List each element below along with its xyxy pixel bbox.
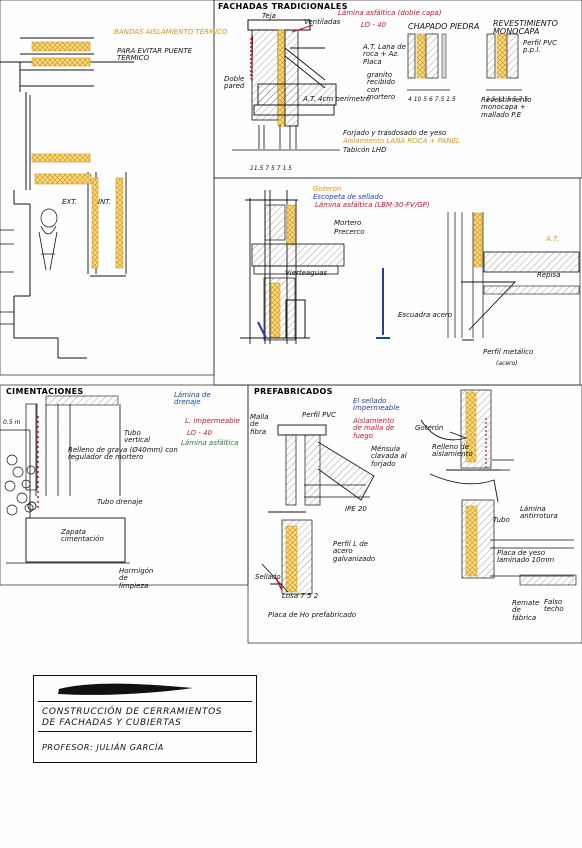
filler-note: Relleno de aislamiento [432, 443, 473, 459]
monocapa-heading: REVESTIMIENTO MONOCAPA [493, 19, 558, 37]
fire-insulation-note: Aislamiento de malla de fuego [353, 417, 395, 440]
chapado-heading: CHAPADO PIEDRA [408, 22, 480, 31]
tube-note: Tubo [493, 516, 510, 524]
title-line-1: CONSTRUCCIÓN DE CERRAMIENTOS [42, 707, 223, 717]
mineral-wool-note: A.T. Lana de roca + Az. Placa [363, 43, 406, 66]
bracket-note: Ménsula clavada al forjado [371, 445, 407, 468]
dimensions-a: 11.5 7 5 7 1.5 [250, 165, 292, 172]
right-gutter-note: Goterón [415, 424, 444, 432]
joint-note: Escopeta de sellado [313, 193, 384, 201]
title-line-top [38, 701, 252, 702]
brick-note: Tabicón LHD [343, 146, 387, 154]
asphalt-sheet-note: Lámina asfáltica (LBM-30-FV/GP) [315, 201, 430, 209]
lintel-note: Vierteaguas [285, 269, 328, 277]
insulation-strip-note: Aislamiento LANA ROCA + PANEL [343, 137, 460, 145]
drainage-sheet-note: Lámina de drenaje [174, 391, 211, 407]
forged-note: Forjado y trasdosado de yeso [343, 129, 447, 137]
ext-label: EXT. [62, 198, 77, 206]
granite-note: granito recibido con mortero [367, 71, 396, 102]
lo40-note: LO - 40 [361, 21, 387, 29]
gravel-note: Relleno de grava (Ø40mm) con regulador d… [68, 446, 178, 462]
thermal-bridge-note: PARA EVITAR PUENTE TÉRMICO [117, 47, 193, 63]
depth-note: 0.5 m [3, 419, 21, 426]
clean-concrete-note: Hormigón de limpieza [119, 567, 154, 590]
sill-note: Lámina antirrotura [520, 505, 558, 521]
cimentaciones-heading: CIMENTACIONES [6, 387, 84, 396]
false-ceiling-note: Falso techo [544, 598, 564, 614]
clip-note: Escuadra acero [398, 311, 453, 319]
waterproof-note: Lámina asfáltica (doble capa) [338, 9, 442, 17]
slab-note: Placa de yeso laminado 10mm [497, 549, 555, 565]
insulation-band-note: BANDAS AISLAMIENTO TÉRMICO [114, 28, 228, 36]
panel-note: Placa de Ho prefabricado [268, 611, 357, 619]
gutter-note: Goterón [313, 185, 342, 193]
drain-tube-note: Tubo drenaje [97, 498, 143, 506]
tile-note: Teja [262, 12, 276, 20]
professor-line: PROFESOR: JULIÁN GARCÍA [42, 743, 164, 752]
double-wall-note: Doble pared [224, 75, 245, 91]
sealed-note: Sellado [255, 573, 281, 581]
steel-note: (acero) [496, 360, 518, 367]
ventilated-note: Ventiladas [304, 18, 341, 26]
precerco-note: Precerco [334, 228, 365, 236]
dims-note: Losa 7 5 2 [282, 592, 319, 600]
at-perimeter-note: A.T. 4cm perímetro [303, 95, 370, 103]
mortar-box-note: Mortero [334, 219, 362, 227]
vertical-tube-note: Tubo vertical [124, 429, 151, 445]
pvc-note: Perfil PVC p.p.l. [523, 39, 557, 55]
at-right-note: A.T. [546, 235, 559, 243]
mesh-note: Malla de fibra [250, 413, 269, 436]
ledge-note: Repisa [537, 271, 561, 279]
title-line-middle [38, 731, 252, 732]
cim-asphalt-note: Lámina asfáltica [181, 439, 239, 447]
dimensions-c: 1.5 11.5 5 7.5 [486, 96, 528, 103]
int-label: INT. [98, 198, 111, 206]
jamb-note: Remate de fábrica [512, 599, 540, 622]
profile-note: Perfil metálico [483, 348, 534, 356]
cim-waterproof-note: L. impermeable [185, 417, 240, 425]
dimensions-b: 4 10 5 6 7.5 1.5 [408, 96, 456, 103]
pvc-profile-note: Perfil PVC [302, 411, 336, 419]
steel-l-note: Perfil L de acero galvanizado [333, 540, 376, 563]
cim-lo40-note: LO - 40 [187, 429, 213, 437]
plaster-note: Revestimiento monocapa + mallado P.E [481, 96, 532, 119]
ipe-note: IPE 20 [345, 505, 367, 513]
title-line-2: DE FACHADAS Y CUBIERTAS [42, 718, 182, 728]
footing-note: Zapata cimentación [61, 528, 104, 544]
prefabricados-heading: PREFABRICADOS [254, 387, 333, 396]
seal-note: El sellado impermeable [353, 397, 400, 413]
title-block: CONSTRUCCIÓN DE CERRAMIENTOS DE FACHADAS… [33, 675, 257, 763]
fachadas-heading: FACHADAS TRADICIONALES [218, 2, 348, 11]
